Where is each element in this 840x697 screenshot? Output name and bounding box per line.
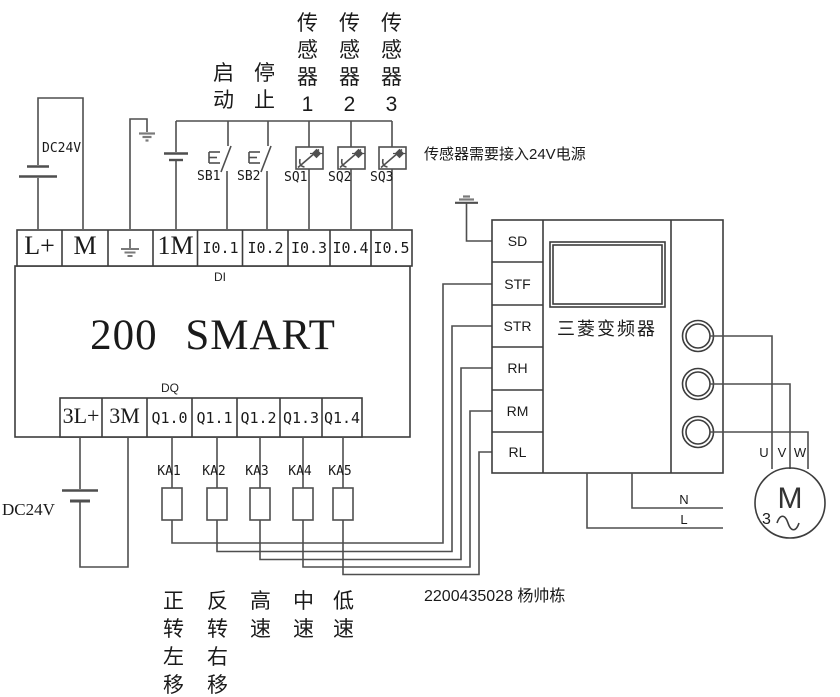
sensor-sq3-icon: [378, 121, 407, 229]
pushbutton-sb1-icon: [208, 121, 232, 229]
terminal-i05: I0.5: [373, 239, 410, 257]
inverter-terminal-stf: STF: [504, 276, 531, 292]
inverter-terminal-sd: SD: [507, 233, 528, 249]
label-sensor1: 传感器1: [297, 12, 318, 116]
sensor-sq2-icon: [337, 121, 366, 229]
terminal-q13: Q1.3: [282, 409, 320, 427]
label-l: L: [680, 512, 688, 527]
label-func-low-speed: 低速: [333, 590, 354, 641]
terminal-i03: I0.3: [290, 239, 328, 257]
inverter-box: [491, 219, 724, 474]
label-v: V: [777, 445, 787, 460]
motor-phase-wires: [710, 335, 809, 469]
relay-ka2: [206, 325, 492, 553]
pushbutton-sb2-icon: [248, 121, 272, 229]
inverter-display: [549, 241, 666, 308]
terminal-q10: Q1.0: [151, 409, 188, 427]
terminal-q14: Q1.4: [323, 409, 361, 427]
relay-ka1: [161, 283, 492, 544]
ground-icon-sd: [455, 195, 492, 242]
battery-top-left-icon: [19, 97, 84, 229]
label-sensor2: 传感器2: [339, 12, 360, 116]
inverter-terminal-rl: RL: [508, 444, 527, 460]
inverter-terminal-str: STR: [503, 318, 532, 334]
ground-terminal-icon: [121, 239, 139, 257]
label-sq2: SQ2: [328, 170, 352, 185]
terminal-m: M: [73, 231, 97, 260]
motor-label: M: [777, 482, 803, 515]
label-func-high-speed: 高速: [250, 590, 271, 641]
signature: 2200435028 杨帅栋: [424, 588, 566, 605]
label-ka2: KA2: [202, 464, 226, 479]
relay-ka4: [292, 410, 492, 568]
note-sensor-power: 传感器需要接入24V电源: [424, 146, 586, 163]
terminal-lplus: L+: [24, 231, 55, 260]
terminal-i02: I0.2: [247, 239, 284, 257]
label-sq1: SQ1: [284, 170, 308, 185]
label-ka5: KA5: [328, 464, 352, 479]
inverter-terminal-rm: RM: [506, 403, 529, 419]
label-dq: DQ: [161, 381, 179, 395]
label-w: W: [793, 445, 807, 460]
label-sensor3: 传感器3: [381, 12, 402, 116]
label-func-forward-left: 正转左移: [163, 590, 184, 697]
terminal-3lplus: 3L+: [62, 403, 100, 428]
terminal-q12: Q1.2: [240, 409, 277, 427]
inverter-name: 三菱变频器: [557, 319, 657, 339]
label-ka4: KA4: [288, 464, 312, 479]
label-dc24v-bottom: DC24V: [2, 500, 55, 519]
battery-1m-icon: [164, 121, 188, 229]
label-sb1: SB1: [197, 169, 221, 184]
plc-title: 200 SMART: [90, 312, 336, 359]
terminal-3m: 3M: [109, 403, 140, 428]
terminal-q11: Q1.1: [196, 409, 233, 427]
plc-box: [14, 229, 413, 438]
terminal-i04: I0.4: [332, 239, 369, 257]
label-n: N: [679, 492, 689, 507]
relay-ka3: [249, 367, 492, 561]
label-func-mid-speed: 中速: [293, 590, 314, 641]
label-ka3: KA3: [245, 464, 269, 479]
label-u: U: [759, 445, 769, 460]
label-func-reverse-right: 反转右移: [207, 590, 228, 697]
relay-ka5: [332, 437, 492, 576]
label-ka1: KA1: [157, 464, 181, 479]
inverter-terminal-rh: RH: [507, 360, 528, 376]
label-start: 启动: [213, 62, 234, 112]
power-in-wires: [586, 473, 723, 529]
label-sq3: SQ3: [370, 170, 394, 185]
terminal-1m: 1M: [157, 231, 194, 260]
motor-icon: [754, 467, 826, 539]
terminal-i01: I0.1: [202, 239, 239, 257]
label-di: DI: [214, 270, 226, 284]
label-stop: 停止: [254, 62, 275, 112]
motor-phase: 3: [762, 511, 771, 528]
sensor-sq1-icon: [295, 121, 324, 229]
label-dc24v-top: DC24V: [42, 141, 82, 156]
battery-bottom-icon: [62, 437, 129, 568]
ground-icon-top: [129, 118, 155, 229]
label-sb2: SB2: [237, 169, 261, 184]
